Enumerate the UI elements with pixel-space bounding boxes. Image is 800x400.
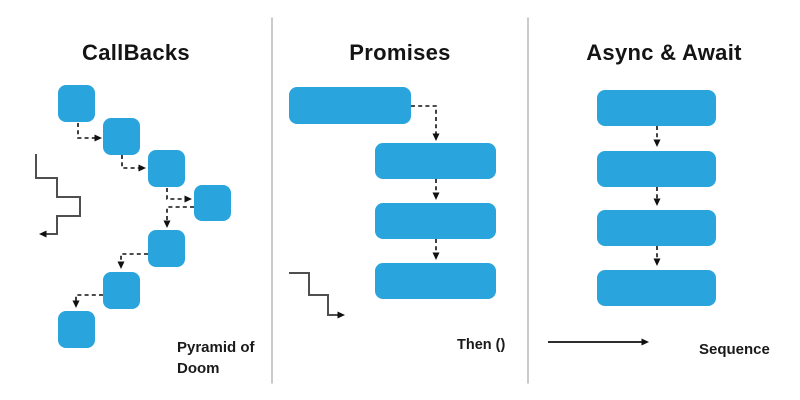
caption-sequence: Sequence bbox=[699, 341, 770, 358]
callback-arrow-3 bbox=[166, 188, 192, 203]
panel-title-promises: Promises bbox=[349, 40, 451, 65]
panel-title-async-await: Async & Await bbox=[586, 40, 742, 65]
callback-box-4 bbox=[194, 185, 231, 221]
callback-arrow-2 bbox=[121, 155, 146, 172]
promise-arrow-1 bbox=[411, 105, 440, 141]
promise-box-1 bbox=[289, 87, 411, 124]
callback-box-5 bbox=[148, 230, 185, 267]
callback-box-7 bbox=[58, 311, 95, 348]
callback-arrow-1 bbox=[77, 123, 102, 142]
callback-box-6 bbox=[103, 272, 140, 309]
caption-line-2: Doom bbox=[177, 360, 220, 377]
callback-box-2 bbox=[103, 118, 140, 155]
async-box-4 bbox=[597, 270, 716, 306]
promise-box-3 bbox=[375, 203, 496, 239]
async-box-1 bbox=[597, 90, 716, 126]
callback-arrow-5 bbox=[117, 253, 148, 269]
caption-then: Then () bbox=[457, 337, 506, 353]
promise-stair-line bbox=[289, 272, 345, 319]
caption-pyramid-of-doom: Pyramid of Doom bbox=[177, 337, 255, 379]
callback-box-1 bbox=[58, 85, 95, 122]
promise-box-4 bbox=[375, 263, 496, 299]
async-box-2 bbox=[597, 151, 716, 187]
caption-line-1: Pyramid of bbox=[177, 339, 255, 356]
callback-stair-line bbox=[35, 154, 81, 238]
callback-arrow-6 bbox=[72, 294, 103, 308]
callback-box-3 bbox=[148, 150, 185, 187]
panel-title-callbacks: CallBacks bbox=[82, 40, 190, 65]
async-box-3 bbox=[597, 210, 716, 246]
promise-box-2 bbox=[375, 143, 496, 179]
callback-arrow-4 bbox=[163, 206, 194, 228]
